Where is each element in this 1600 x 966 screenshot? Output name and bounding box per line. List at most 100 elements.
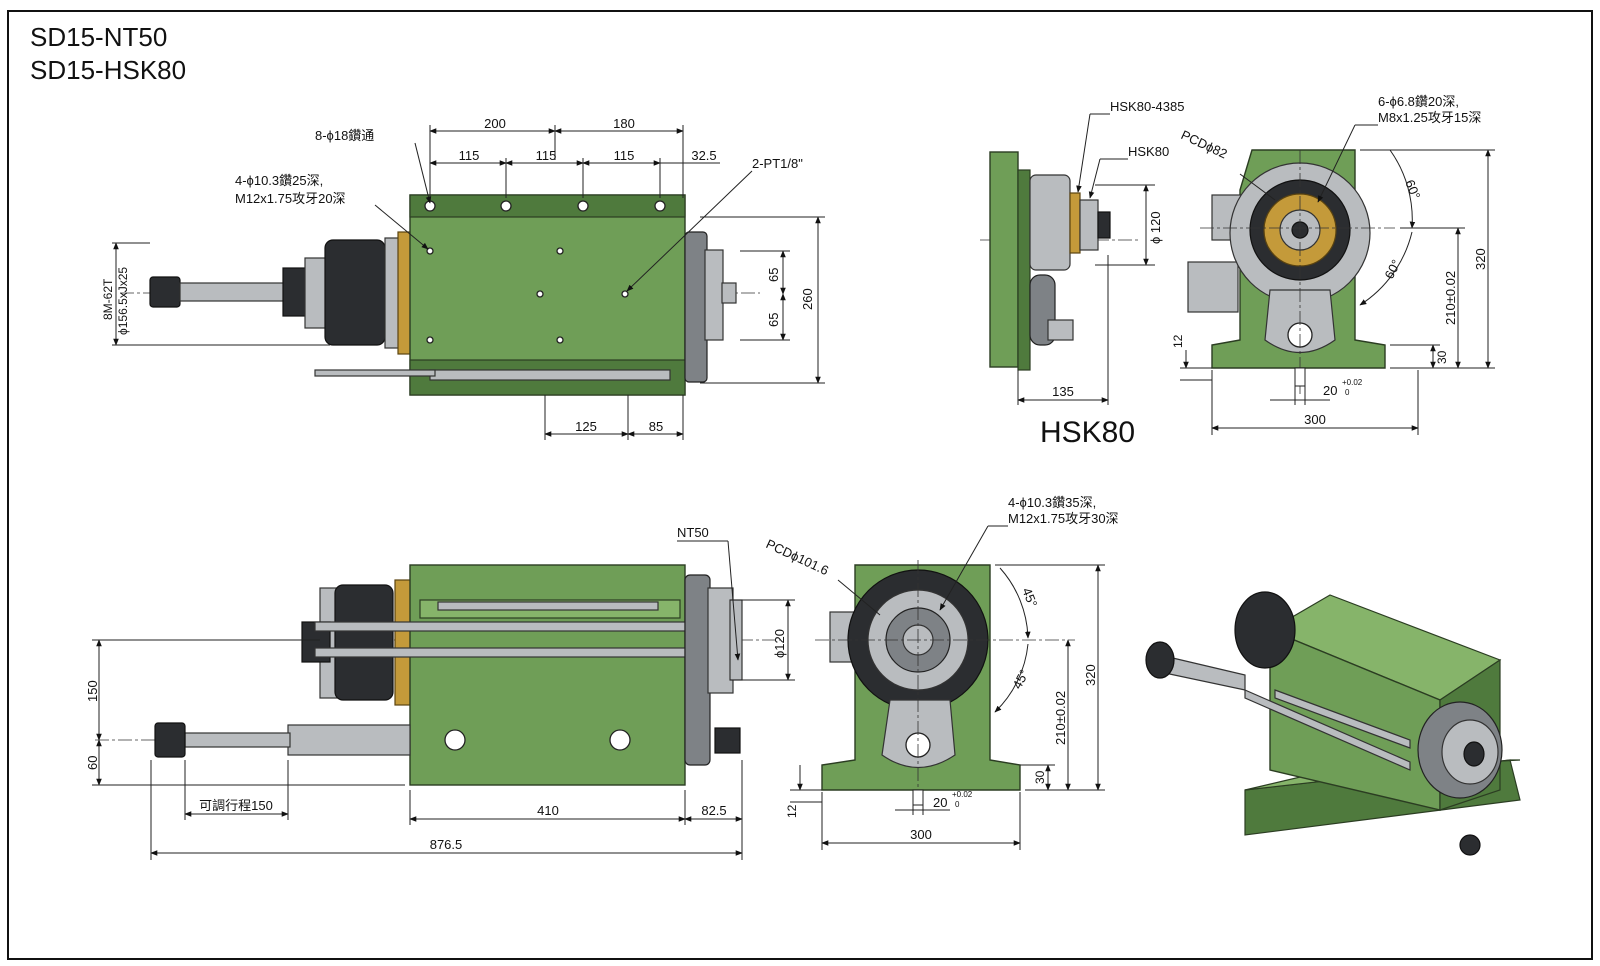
dim-65-b: 65 xyxy=(766,313,781,327)
mount-hole xyxy=(500,200,512,212)
hsk-height-210: 210±0.02 xyxy=(1443,271,1458,325)
nt-spindle-nose xyxy=(707,587,734,694)
tap-hole xyxy=(556,247,564,255)
adjust-rod xyxy=(314,369,436,377)
hsk-brass-ring xyxy=(1069,192,1081,254)
dim-115-b: 115 xyxy=(536,148,557,163)
nt-angle-45-b: 45° xyxy=(1009,667,1031,691)
pt-port xyxy=(536,290,544,298)
nt-front-view: PCDϕ101.6 4-ϕ10.3鑽35深, M12x1.75攻牙30深 45°… xyxy=(764,495,1119,850)
mount-hole xyxy=(577,200,589,212)
hsk-dia-120: ϕ 120 xyxy=(1148,211,1163,244)
dim-180: 180 xyxy=(613,116,635,131)
guide-rod xyxy=(429,369,671,381)
hsk-pcd-label: PCDϕ82 xyxy=(1179,127,1230,161)
iso-bore xyxy=(1463,741,1485,767)
nt-pcd-label: PCDϕ101.6 xyxy=(764,536,831,578)
hsk-body-edge xyxy=(1017,169,1031,371)
nt50-label: NT50 xyxy=(677,525,709,540)
dim-spline: 8M-62T xyxy=(101,278,115,320)
callout-pt: 2-PT1/8" xyxy=(752,156,803,171)
hsk-angle-60-b: 60° xyxy=(1381,257,1403,281)
nt-length-82-5: 82.5 xyxy=(701,803,726,818)
hsk-angle-60-a: 60° xyxy=(1402,178,1423,202)
dim-spline-dia: ϕ156.5xJx25 xyxy=(116,267,130,335)
nt-height-210: 210±0.02 xyxy=(1053,691,1068,745)
dim-65-a: 65 xyxy=(766,268,781,282)
iso-motor xyxy=(1234,591,1296,669)
nt-stroke-label: 可調行程150 xyxy=(199,798,273,813)
hsk-name-label: HSK80 xyxy=(1128,144,1169,159)
dim-200: 200 xyxy=(484,116,506,131)
flange-ring xyxy=(384,237,400,349)
hsk-dim-12: 12 xyxy=(1171,334,1185,348)
nt-main-body xyxy=(409,564,686,786)
hsk-tol-up: +0.02 xyxy=(1342,378,1363,387)
iso-drawbar-nut xyxy=(1145,641,1175,679)
iso-clamp-bolt xyxy=(1459,834,1481,856)
top-side-view: 200 180 115 115 115 32.5 8-ϕ18鑽通 4-ϕ10.3… xyxy=(101,116,825,440)
nt-height-60: 60 xyxy=(85,756,100,770)
nt-dim-12: 12 xyxy=(785,804,799,818)
dim-125: 125 xyxy=(575,419,597,434)
nt-height-320: 320 xyxy=(1083,664,1098,686)
nt-holes-line1: 4-ϕ10.3鑽35深, xyxy=(1008,495,1096,510)
hsk-width-20: 20 xyxy=(1323,383,1337,398)
spindle-nose xyxy=(704,249,724,341)
nt-width-20: 20 xyxy=(933,795,947,810)
nt-body-hole xyxy=(609,729,631,751)
tap-hole xyxy=(426,247,434,255)
nt-tol-dn: 0 xyxy=(955,800,960,809)
hsk-clamp-bolt xyxy=(1047,319,1074,341)
nt-front-plate xyxy=(684,574,711,766)
nt-body-hole xyxy=(444,729,466,751)
nt-angle-45-a: 45° xyxy=(1019,586,1040,610)
hsk-front-view: PCDϕ82 6-ϕ6.8鑽20深, M8x1.25攻牙15深 60° 60° … xyxy=(1171,94,1495,435)
model-title-hsk80: SD15-HSK80 xyxy=(30,55,187,85)
hsk-holes-line2: M8x1.25攻牙15深 xyxy=(1378,110,1481,125)
callout-tap-line2: M12x1.75攻牙20深 xyxy=(235,191,346,206)
isometric-view xyxy=(1145,591,1521,856)
spline-gear xyxy=(282,267,309,317)
nt-length-876-5: 876.5 xyxy=(430,837,463,852)
hsk-width-300: 300 xyxy=(1304,412,1326,427)
iso-guide-rod xyxy=(1244,689,1411,771)
nt-length-410: 410 xyxy=(537,803,559,818)
drawbar-nut xyxy=(149,276,181,308)
nt-adjust-cylinder xyxy=(287,724,411,756)
iso-rail xyxy=(1274,689,1411,749)
dim-32-5: 32.5 xyxy=(691,148,716,163)
nt-width-300: 300 xyxy=(910,827,932,842)
nt-adjust-nut xyxy=(154,722,186,758)
hsk-view-title: HSK80 xyxy=(1040,416,1135,449)
front-plate xyxy=(684,231,708,383)
tap-hole xyxy=(556,336,564,344)
callout-holes-thru: 8-ϕ18鑽通 xyxy=(315,128,374,143)
hsk-base-plate xyxy=(989,151,1019,368)
hsk-height-320: 320 xyxy=(1473,248,1488,270)
dim-85: 85 xyxy=(649,419,663,434)
motor-housing xyxy=(324,239,386,346)
callout-tap-line1: 4-ϕ10.3鑽25深, xyxy=(235,173,323,188)
tool-interface xyxy=(721,282,737,304)
nt-guide-rod-b xyxy=(314,647,686,658)
nt-holes-line2: M12x1.75攻牙30深 xyxy=(1008,511,1119,526)
nt-rail-slot xyxy=(437,601,659,611)
hsk-dim-30: 30 xyxy=(1435,350,1449,364)
hsk-nose xyxy=(1079,199,1099,251)
bottom-side-view: NT50 ϕ120 150 60 可調行程150 410 82.5 876.5 xyxy=(85,525,795,860)
nt-motor-housing xyxy=(334,584,394,701)
tap-hole xyxy=(426,336,434,344)
model-title-nt50: SD15-NT50 xyxy=(30,22,168,52)
hsk-tol-dn: 0 xyxy=(1345,388,1350,397)
top-flange xyxy=(409,194,686,218)
hsk-tool xyxy=(1097,211,1111,239)
nt-clamp-bolt xyxy=(714,727,741,754)
dim-115-a: 115 xyxy=(459,148,480,163)
drawbar-shaft xyxy=(179,282,291,302)
hsk-side-view: HSK80-4385 HSK80 ϕ 120 135 HSK80 xyxy=(980,99,1184,449)
hsk-holes-line1: 6-ϕ6.8鑽20深, xyxy=(1378,94,1459,109)
dim-260: 260 xyxy=(800,288,815,310)
hsk-len-135: 135 xyxy=(1052,384,1074,399)
